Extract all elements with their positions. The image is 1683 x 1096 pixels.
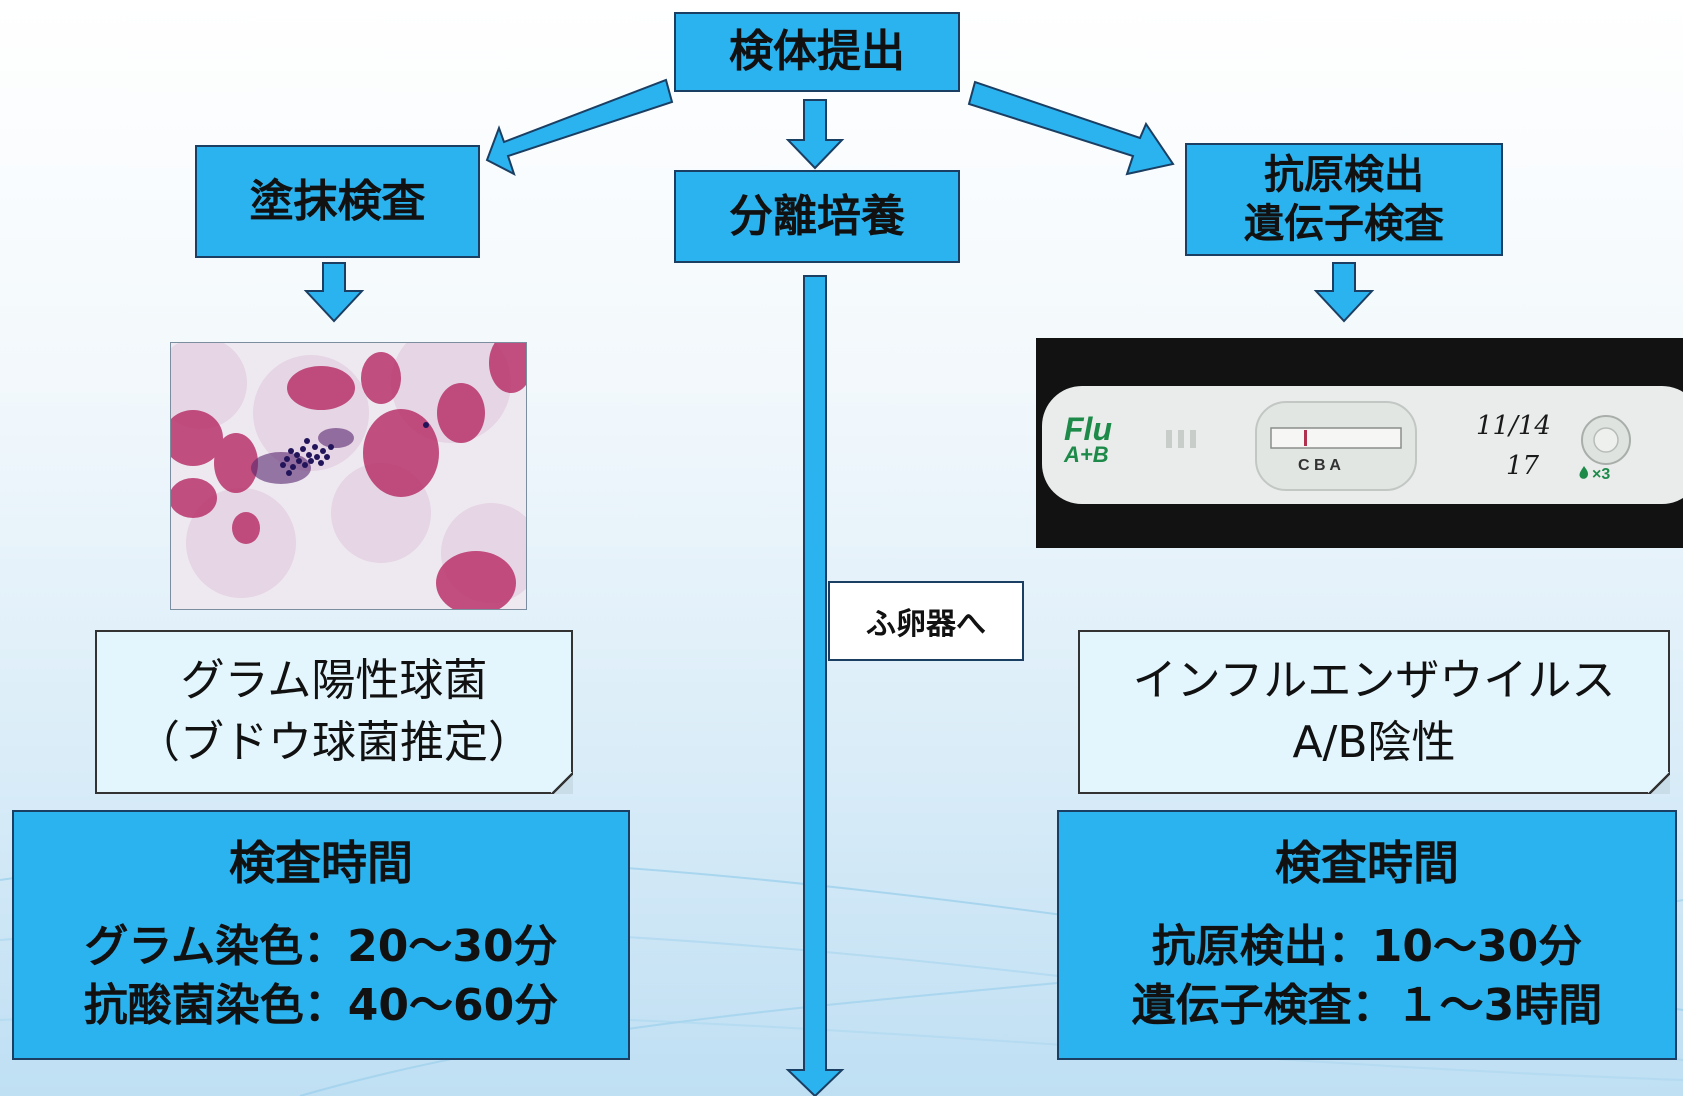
culture-box: 分離培養 xyxy=(674,170,960,263)
kit-brand-flu: Flu xyxy=(1064,411,1112,447)
arrow-to-smear-photo xyxy=(303,262,365,323)
antigen-result-line1: インフルエンザウイルス xyxy=(1132,655,1616,707)
arrow-to-antigen-photo xyxy=(1313,262,1375,323)
culture-label: 分離培養 xyxy=(729,190,905,242)
antigen-time-heading: 検査時間 xyxy=(1275,835,1459,890)
kit-window-label: C B A xyxy=(1298,457,1341,474)
smear-exam-label: 塗抹検査 xyxy=(249,175,426,227)
smear-result-line2: （ブドウ球菌推定） xyxy=(136,717,532,768)
antigen-label: 抗原検出 xyxy=(1264,151,1424,198)
incubator-label: ふ卵器へ xyxy=(866,607,986,642)
smear-exam-box: 塗抹検査 xyxy=(195,145,480,258)
smear-time-acidfast: 抗酸菌染色：40～60分 xyxy=(83,980,559,1032)
smear-time-box: 検査時間 グラム染色：20～30分 抗酸菌染色：40～60分 xyxy=(12,810,630,1060)
drop-icon xyxy=(1579,466,1588,479)
culture-long-arrow xyxy=(785,275,845,1096)
antigen-time-gene: 遺伝子検査：１～3時間 xyxy=(1131,980,1603,1032)
flu-test-kit-photo: Flu A+B C B A 11/14 17 ×3 xyxy=(1036,338,1683,548)
arrow-to-smear xyxy=(485,78,674,177)
antigen-result-line2: A/B陰性 xyxy=(1292,717,1456,768)
antigen-gene-box: 抗原検出 遺伝子検査 xyxy=(1185,143,1503,256)
kit-handwritten-note: 17 xyxy=(1506,451,1540,481)
incubator-label-box: ふ卵器へ xyxy=(828,581,1024,661)
smear-time-heading: 検査時間 xyxy=(229,835,413,890)
smear-result-line1: グラム陽性球菌 xyxy=(180,655,488,707)
specimen-submission-box: 検体提出 xyxy=(674,12,960,92)
antigen-time-antigen: 抗原検出：10～30分 xyxy=(1151,920,1583,972)
specimen-submission-label: 検体提出 xyxy=(729,26,905,78)
kit-handwritten-date: 11/14 xyxy=(1476,411,1551,441)
kit-drops-label: ×3 xyxy=(1592,466,1610,483)
antigen-result-note: インフルエンザウイルス A/B陰性 xyxy=(1078,630,1670,794)
note-folded-corner xyxy=(1648,772,1670,794)
smear-result-note: グラム陽性球菌 （ブドウ球菌推定） xyxy=(95,630,573,794)
kit-brand-ab: A+B xyxy=(1063,442,1109,467)
arrow-to-antigen xyxy=(967,80,1175,176)
note-folded-corner xyxy=(551,772,573,794)
gram-stain-micrograph xyxy=(170,342,527,610)
arrow-to-culture xyxy=(785,99,845,170)
smear-time-gram: グラム染色：20～30分 xyxy=(84,920,558,972)
gene-test-label: 遺伝子検査 xyxy=(1244,200,1444,247)
antigen-time-box: 検査時間 抗原検出：10～30分 遺伝子検査：１～3時間 xyxy=(1057,810,1677,1060)
